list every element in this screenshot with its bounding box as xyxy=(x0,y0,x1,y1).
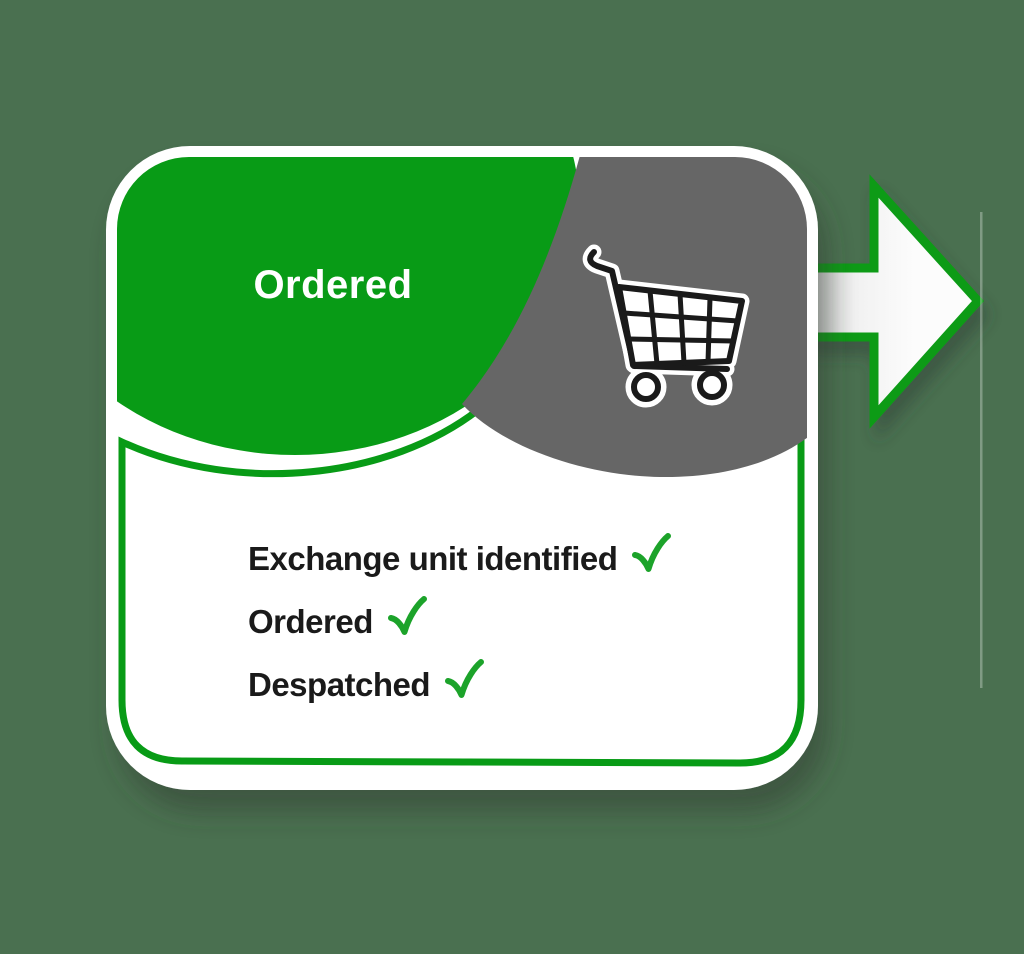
check-icon xyxy=(445,658,485,698)
checklist-panel-border xyxy=(118,406,805,767)
cart-wheel-right xyxy=(697,370,727,400)
cart-wheel-left xyxy=(631,372,661,402)
checklist-item-label: Exchange unit identified xyxy=(248,539,618,577)
checklist-item-label: Ordered xyxy=(248,602,373,640)
next-step-arrow-icon xyxy=(801,174,985,429)
stage-label: Ordered xyxy=(253,263,413,307)
checklist-item: Despatched xyxy=(248,653,671,716)
arrow-right-shape xyxy=(801,174,985,429)
slide-edge-line xyxy=(980,212,983,688)
cart-grid-v2 xyxy=(677,291,687,366)
check-icon xyxy=(632,532,672,572)
shopping-cart-icon xyxy=(582,244,750,408)
check-icon xyxy=(387,595,427,635)
checklist: Exchange unit identified Ordered Despatc… xyxy=(248,527,672,716)
cart-grid-v3 xyxy=(705,295,713,365)
checklist-item: Exchange unit identified xyxy=(248,527,672,590)
cart-grid-v1 xyxy=(647,288,660,367)
stage-blob-green xyxy=(117,157,580,455)
checklist-item: Ordered xyxy=(248,590,671,653)
checklist-item-label: Despatched xyxy=(248,665,431,703)
cart-handle xyxy=(587,249,730,372)
